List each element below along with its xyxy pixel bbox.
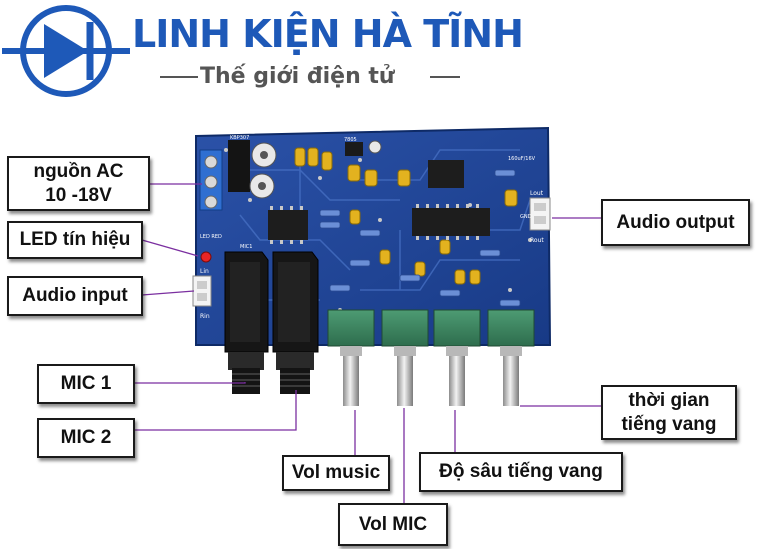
pot-echo-time xyxy=(487,309,535,406)
line-in-marking: Lin xyxy=(200,268,209,275)
label-audio-input: Audio input xyxy=(7,276,143,316)
line-out-marking: Lout xyxy=(530,190,544,197)
pot-vol-mic xyxy=(381,309,429,406)
gnd-marking: GND xyxy=(520,214,532,220)
label-echo-depth: Độ sâu tiếng vang xyxy=(419,452,623,492)
label-signal-led: LED tín hiệu xyxy=(7,221,143,259)
label-echo-time: thời gian tiếng vang xyxy=(601,385,737,440)
brand-logo-icon xyxy=(2,5,130,97)
label-mic2: MIC 2 xyxy=(37,418,135,458)
cap-marking: 160uF/16V xyxy=(508,156,536,162)
led-marking: LED RED xyxy=(200,234,222,240)
mic1-jack xyxy=(224,251,269,394)
label-vol-music: Vol music xyxy=(282,455,390,491)
label-power-input: nguồn AC 10 -18V xyxy=(7,156,150,211)
pot-vol-music xyxy=(327,309,375,406)
pot-echo-depth xyxy=(433,309,481,406)
label-audio-output: Audio output xyxy=(601,199,750,246)
chip-marking: KBP307 xyxy=(230,135,249,141)
label-vol-mic: Vol MIC xyxy=(338,503,448,546)
transistor-marking: 7805 xyxy=(344,137,357,143)
mic2-jack xyxy=(272,251,319,394)
brand-subtitle: Thế giới điện tử xyxy=(200,64,395,89)
label-mic1: MIC 1 xyxy=(37,364,135,404)
line-in-r-marking: Rin xyxy=(200,313,210,320)
mic-jack-marking: MIC1 xyxy=(240,244,252,250)
line-out-r-marking: Rout xyxy=(530,237,544,244)
brand-title: LINH KIỆN HÀ TĨNH xyxy=(132,12,524,56)
brand-subtitle-rules xyxy=(160,76,460,78)
